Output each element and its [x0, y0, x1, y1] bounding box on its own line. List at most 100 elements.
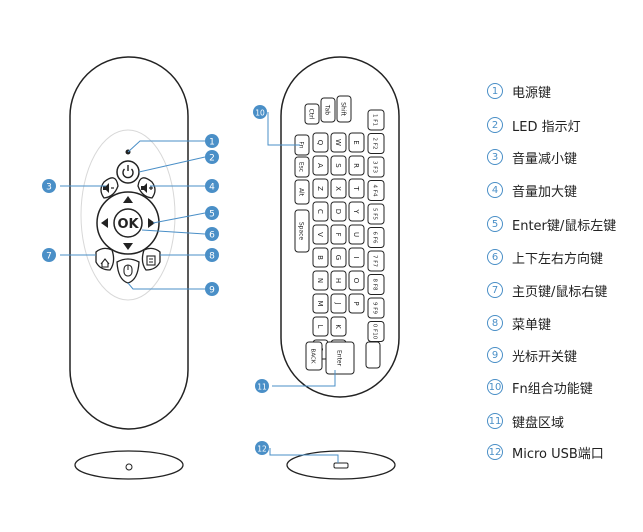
keyboard-key[interactable]: B	[312, 247, 329, 268]
keyboard-key[interactable]: 2 F2	[367, 133, 385, 154]
arrow-up-icon[interactable]	[123, 196, 133, 203]
keyboard-key[interactable]: P	[348, 293, 365, 314]
key-label: X	[334, 186, 342, 191]
ok-button[interactable]: OK	[113, 208, 143, 238]
keyboard-key[interactable]: E	[348, 132, 365, 153]
legend-number: 1	[487, 83, 503, 99]
keyboard-key[interactable]: K	[330, 316, 347, 337]
keyboard-key[interactable]: 9 F9	[367, 297, 385, 319]
keyboard-key[interactable]: X	[330, 178, 347, 199]
key-label: 0 F10	[372, 324, 378, 340]
keyboard-key[interactable]	[365, 341, 381, 369]
callout-badge: 8	[205, 248, 219, 262]
keyboard-key[interactable]: H	[330, 270, 347, 291]
arrow-down-icon[interactable]	[123, 243, 133, 250]
keyboard-key[interactable]: S	[330, 155, 347, 176]
keyboard-key[interactable]: 5 F5	[367, 203, 385, 225]
legend-number: 8	[487, 315, 503, 331]
callout-badge: 5	[205, 206, 219, 220]
keyboard-key[interactable]: 3 F3	[367, 156, 385, 178]
keyboard-key[interactable]: L	[312, 316, 329, 337]
keyboard-key[interactable]: A	[312, 155, 329, 176]
keyboard-key[interactable]: W	[330, 132, 347, 153]
speaker-minus-icon	[103, 183, 114, 193]
keyboard-key[interactable]: F	[330, 224, 347, 245]
key-label: U	[352, 232, 360, 237]
legend-label: Micro USB端口	[512, 446, 604, 462]
keyboard-key[interactable]: Q	[312, 132, 329, 153]
key-label: H	[334, 278, 342, 283]
keyboard-key[interactable]: BACK	[305, 341, 323, 371]
legend-label: 光标开关键	[512, 349, 578, 365]
key-label: M	[316, 300, 324, 306]
keyboard-key[interactable]: V	[312, 224, 329, 245]
keyboard-key[interactable]: 6 F6	[367, 227, 385, 248]
keyboard-key[interactable]: J	[330, 293, 347, 314]
volume-down-button[interactable]	[100, 177, 119, 199]
key-label: V	[316, 232, 324, 237]
lanyard-hole	[125, 463, 133, 471]
legend-label: 键盘区域	[512, 415, 565, 431]
keyboard-key[interactable]: Space	[294, 209, 310, 253]
key-label: 3 F3	[372, 161, 378, 173]
volume-up-button[interactable]	[137, 177, 156, 199]
menu-button[interactable]	[141, 247, 161, 271]
arrow-left-icon[interactable]	[101, 218, 108, 228]
power-button[interactable]	[116, 160, 140, 184]
keyboard-key[interactable]: Enter	[325, 341, 355, 375]
keyboard-key[interactable]: Shift	[336, 95, 352, 123]
keyboard-key[interactable]: R	[348, 155, 365, 176]
key-label: 4 F4	[372, 185, 378, 197]
home-button[interactable]	[95, 247, 115, 271]
key-label: Q	[316, 140, 324, 146]
keyboard-key[interactable]: O	[348, 270, 365, 291]
micro-usb-port[interactable]	[333, 462, 349, 469]
keyboard-area[interactable]: CtrlTabShiftFnEscAltSpaceQAZCVBNML?WSXDF…	[294, 95, 385, 375]
keyboard-key[interactable]: D	[330, 201, 347, 222]
keyboard-key[interactable]: G	[330, 247, 347, 268]
callout-number: 12	[257, 445, 267, 454]
keyboard-key[interactable]: Alt	[294, 179, 310, 205]
legend-number: 10	[487, 379, 503, 395]
keyboard-key[interactable]: N	[312, 270, 329, 291]
keyboard-key[interactable]: M	[312, 293, 329, 314]
callout-badge: 9	[205, 282, 219, 296]
callout-badge: 7	[42, 248, 56, 262]
remote-front: OK	[69, 56, 189, 430]
key-label: Ctrl	[308, 109, 315, 120]
legend-number: 2	[487, 117, 503, 133]
legend-label: 电源键	[512, 85, 552, 101]
key-label: P	[352, 301, 360, 305]
key-label: A	[316, 163, 324, 168]
keyboard-key[interactable]: 1 F1	[367, 109, 385, 131]
keyboard-key[interactable]: 8 F8	[367, 274, 385, 295]
keyboard-key[interactable]: Esc	[294, 156, 310, 178]
key-label: Y	[352, 208, 360, 214]
key-label: D	[334, 209, 342, 214]
cursor-toggle-button[interactable]	[116, 258, 140, 284]
keyboard-key[interactable]: Tab	[320, 97, 336, 123]
mouse-icon	[123, 264, 133, 277]
keyboard-key[interactable]: I	[348, 247, 365, 268]
key-label: Tab	[324, 104, 331, 115]
keyboard-key[interactable]: C	[312, 201, 329, 222]
keyboard-key[interactable]: 4 F4	[367, 180, 385, 201]
legend-label: LED 指示灯	[512, 119, 581, 135]
keyboard-key[interactable]: Y	[348, 201, 365, 222]
key-label: Fn	[298, 141, 305, 148]
keyboard-key[interactable]: U	[348, 224, 365, 245]
key-label: Space	[298, 222, 305, 241]
arrow-right-icon[interactable]	[148, 218, 155, 228]
keyboard-key[interactable]: 0 F10	[367, 321, 385, 342]
keyboard-key[interactable]: Z	[312, 178, 329, 199]
keyboard-key[interactable]: Ctrl	[304, 103, 320, 125]
keyboard-key[interactable]: T	[348, 178, 365, 199]
key-label: C	[316, 209, 324, 214]
keyboard-key[interactable]: 7 F7	[367, 250, 385, 272]
key-label: N	[316, 278, 324, 283]
key-label: I	[352, 256, 360, 258]
